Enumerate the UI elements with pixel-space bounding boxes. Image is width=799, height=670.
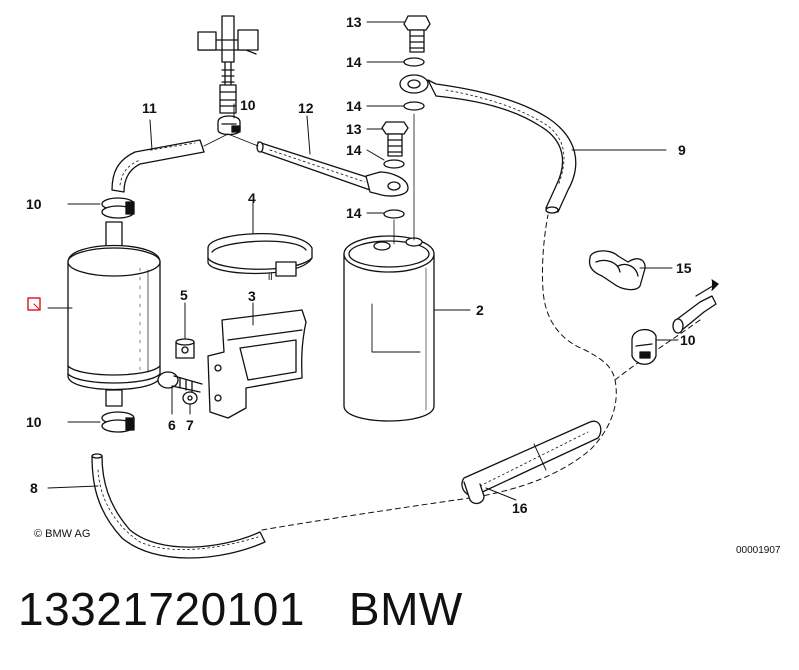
callout-10-right: 10	[680, 332, 696, 348]
fuel-filter	[67, 221, 161, 407]
banjo-bolt-lower	[381, 121, 409, 157]
t-connector	[197, 15, 259, 114]
leader-lines	[47, 21, 679, 501]
callout-13-lower: 13	[346, 121, 362, 137]
washer-14a	[403, 57, 425, 67]
callout-6: 6	[168, 417, 176, 433]
figure-id: 00001907	[736, 545, 781, 556]
mounting-strap	[207, 233, 313, 277]
callout-16: 16	[512, 500, 528, 516]
callout-10-upper-left: 10	[26, 196, 42, 212]
callout-13-upper: 13	[346, 14, 362, 30]
callout-3: 3	[248, 288, 256, 304]
hose-clip-upper-left	[101, 197, 135, 219]
hose-clip-top	[217, 115, 241, 136]
highlight-marker	[27, 297, 41, 311]
banjo-eye-upper	[399, 74, 429, 94]
strap-mark: ll	[268, 272, 272, 283]
hose-route-dashed-2	[614, 319, 701, 381]
brand-name: BMW	[348, 583, 463, 635]
fuel-accumulator	[343, 235, 435, 422]
part-title: 13321720101 BMW	[18, 582, 463, 636]
double-clip	[588, 250, 646, 291]
callout-8: 8	[30, 480, 38, 496]
callout-4: 4	[248, 190, 256, 206]
hose-8	[91, 455, 266, 559]
nut	[175, 338, 195, 359]
callout-15: 15	[676, 260, 692, 276]
part-number: 13321720101	[18, 583, 305, 635]
hose-route-dashed	[261, 214, 617, 531]
banjo-bolt-upper	[403, 15, 431, 53]
callout-11: 11	[142, 100, 157, 116]
callout-5: 5	[180, 287, 188, 303]
callout-7: 7	[186, 417, 194, 433]
callout-14-d: 14	[346, 205, 362, 221]
callout-10-lower-left: 10	[26, 414, 42, 430]
washer-14d	[383, 209, 405, 219]
washer-14c	[383, 159, 405, 169]
protective-sleeve	[461, 420, 602, 505]
callout-12: 12	[298, 100, 314, 116]
bolt	[157, 371, 203, 393]
washer-14b	[403, 101, 425, 111]
callout-2: 2	[476, 302, 484, 318]
callout-14-a: 14	[346, 54, 362, 70]
hose-11	[111, 139, 205, 193]
banjo-eye-lower	[365, 171, 409, 197]
mounting-bracket	[207, 309, 307, 419]
hose-clip-lower-left	[101, 411, 135, 433]
callout-10-top: 10	[240, 97, 256, 113]
hose-end-right	[672, 279, 719, 334]
callout-14-c: 14	[346, 142, 362, 158]
hose-9	[427, 79, 577, 213]
copyright-label: © BMW AG	[34, 528, 90, 540]
callout-14-b: 14	[346, 98, 362, 114]
callout-9: 9	[678, 142, 686, 158]
washer	[182, 391, 198, 405]
hose-clip-right	[631, 329, 657, 365]
